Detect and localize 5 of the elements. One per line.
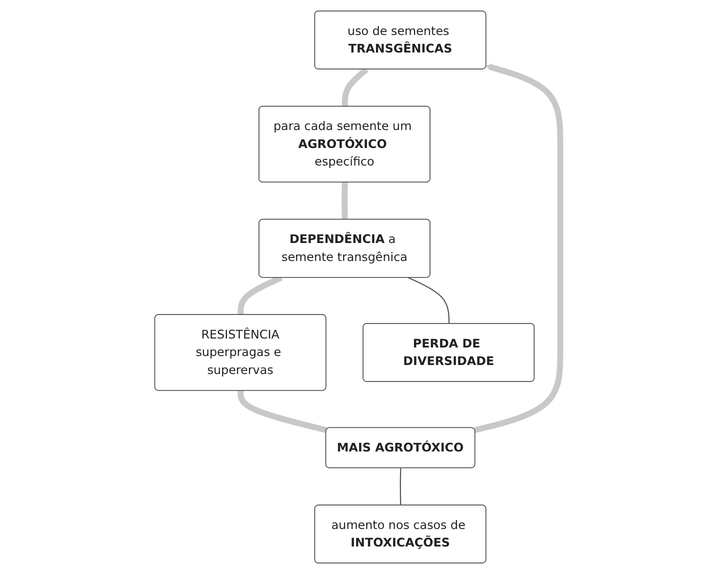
connector <box>342 67 369 107</box>
arrow <box>474 64 564 434</box>
connector <box>400 468 402 506</box>
connector <box>408 277 450 324</box>
connector <box>342 182 348 220</box>
